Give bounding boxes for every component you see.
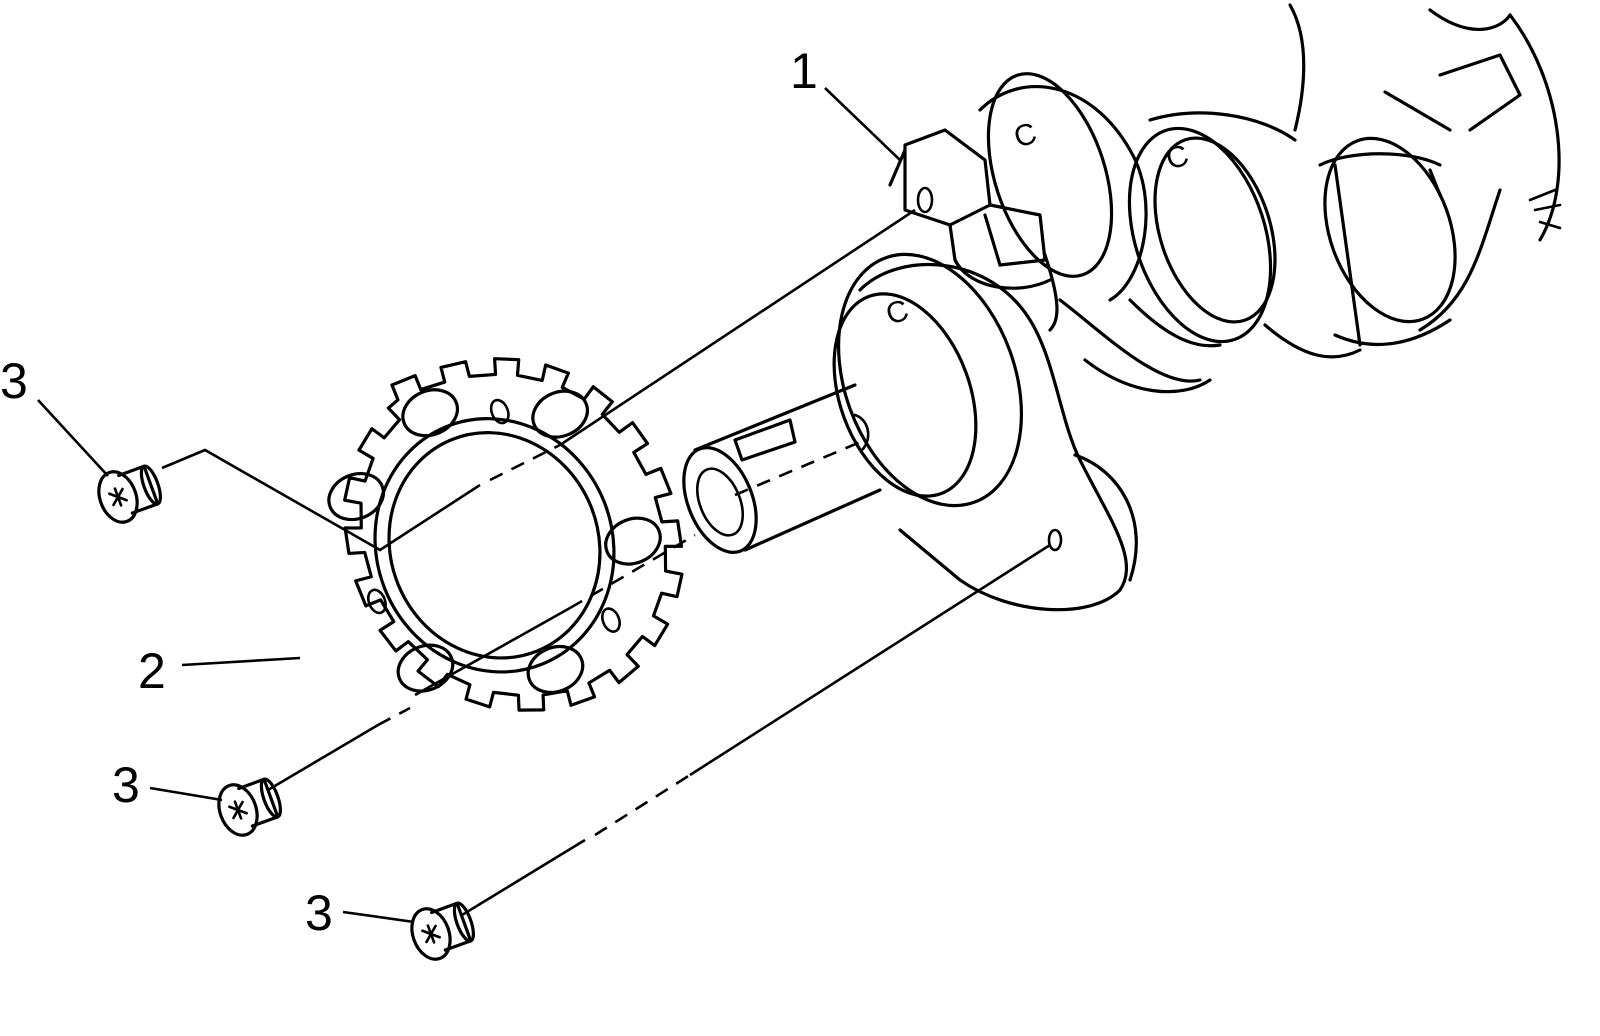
callouts: 1 2 3 3 3: [0, 43, 901, 941]
leader-crankshaft: [824, 87, 901, 161]
callout-bolt: 3: [112, 757, 140, 813]
callout-bolt: 3: [0, 353, 28, 409]
callout-crankshaft: 1: [790, 43, 818, 99]
leader-bolt-middle: [149, 786, 223, 802]
stamp-mark: C: [1010, 117, 1041, 155]
leader-bolt-top: [37, 399, 109, 477]
callout-reluctor-ring: 2: [138, 643, 166, 699]
reluctor-ring: [327, 357, 684, 712]
bolt-top: [97, 464, 162, 524]
callout-bolt: 3: [305, 885, 333, 941]
leader-bolt-bottom: [342, 910, 415, 924]
leader-reluctor-ring: [181, 656, 301, 667]
bolt-middle: [217, 777, 282, 837]
assembly-lines: [161, 208, 1051, 917]
bolt-bottom: [410, 901, 475, 961]
stamp-mark: C: [1162, 139, 1193, 177]
crankshaft: C C C: [682, 3, 1562, 612]
